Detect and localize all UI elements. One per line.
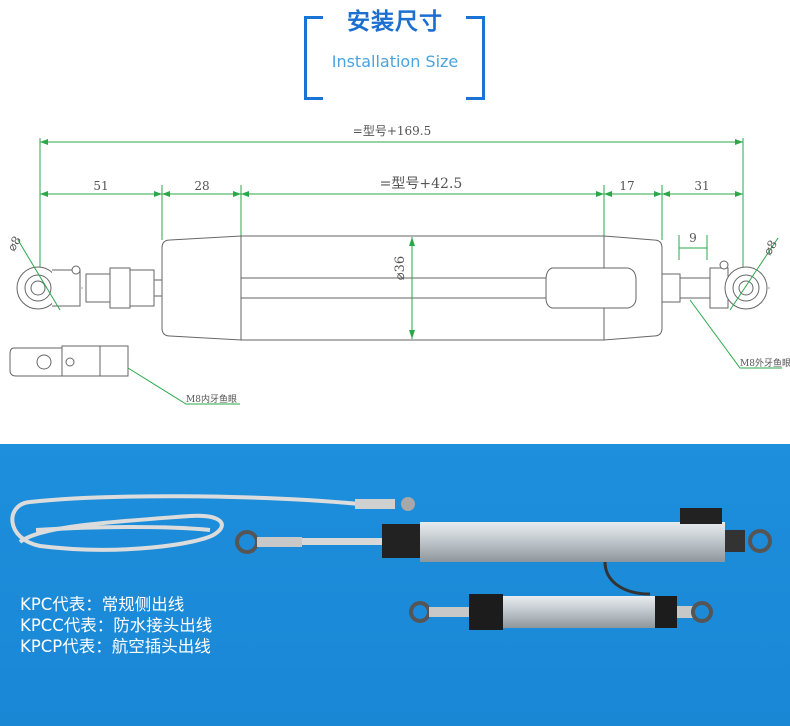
left-eye-leader [17, 239, 61, 311]
internal-thread-leader [127, 367, 240, 405]
section-subtitle: Installation Size [331, 52, 459, 71]
legend-kpc: KPC代表：常规侧出线 [20, 595, 185, 614]
right-rod-end [661, 260, 768, 310]
legend-kpcp: KPCP代表：航空插头出线 [20, 637, 211, 656]
right-eye-leader [729, 237, 779, 311]
arrow-up [409, 237, 415, 246]
dim-9: 9 [689, 231, 697, 245]
cable-coil [10, 494, 361, 552]
external-thread-leader [689, 299, 782, 369]
upper-sensor [235, 508, 772, 562]
left-rod-end-side-view [9, 345, 129, 377]
model-legend: KPC代表：常规侧出线 KPCC代表：防水接头出线 KPCP代表：航空插头出线 [20, 594, 212, 657]
dimension-arrows [40, 139, 743, 197]
dimension-lines [40, 141, 743, 249]
dimension-drawing: =型号+169.5 =型号+42.5 51 28 17 31 9 ⌀8 [0, 100, 790, 435]
dim-total-length: =型号+169.5 [353, 124, 431, 138]
dim-left-28: 28 [194, 179, 209, 193]
connector-head [401, 497, 415, 511]
sensor-body [161, 235, 663, 341]
label-internal-thread: M8内牙鱼眼 [186, 393, 237, 405]
dim-stroke-length: =型号+42.5 [380, 176, 463, 192]
header-bracket-left [304, 16, 323, 100]
dim-right-31: 31 [694, 179, 709, 193]
connector-body [355, 499, 395, 509]
header-bracket-right [466, 16, 485, 100]
left-rod-end [16, 265, 163, 310]
dim-right-eye-diameter: ⌀8 [760, 238, 780, 258]
arrow-down [409, 330, 415, 339]
section-title: 安装尺寸 [347, 9, 443, 35]
lower-sensor [409, 561, 713, 630]
product-photo-band: KPC代表：常规侧出线 KPCC代表：防水接头出线 KPCP代表：航空插头出线 [0, 444, 790, 726]
dimension-svg: =型号+169.5 =型号+42.5 51 28 17 31 9 ⌀8 [4, 124, 790, 405]
label-external-thread: M8外牙鱼眼 [740, 357, 790, 369]
dim-right-17: 17 [619, 179, 634, 193]
dim-body-diameter: ⌀36 [393, 256, 408, 280]
legend-kpcc: KPCC代表：防水接头出线 [20, 616, 213, 635]
dim-left-eye-diameter: ⌀8 [4, 234, 24, 254]
section-header: 安装尺寸 Installation Size [0, 0, 790, 100]
dim-left-51: 51 [93, 179, 108, 193]
product-photo-illustration [10, 494, 772, 630]
